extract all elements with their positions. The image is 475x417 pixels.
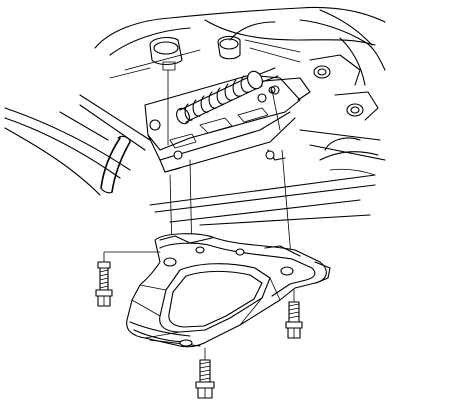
bolt-left	[95, 251, 161, 307]
bolt-hole-right	[280, 266, 294, 276]
left-rails	[4, 94, 151, 196]
transmission-case-outline	[94, 6, 386, 226]
valve-body	[144, 74, 311, 173]
bolt-bottom	[195, 347, 215, 399]
coil-spring-plunger	[176, 67, 279, 125]
alignment-line-right	[271, 89, 293, 269]
bolt-hole-left	[163, 257, 177, 267]
oil-pan	[126, 233, 331, 348]
bolt-right	[285, 289, 303, 339]
